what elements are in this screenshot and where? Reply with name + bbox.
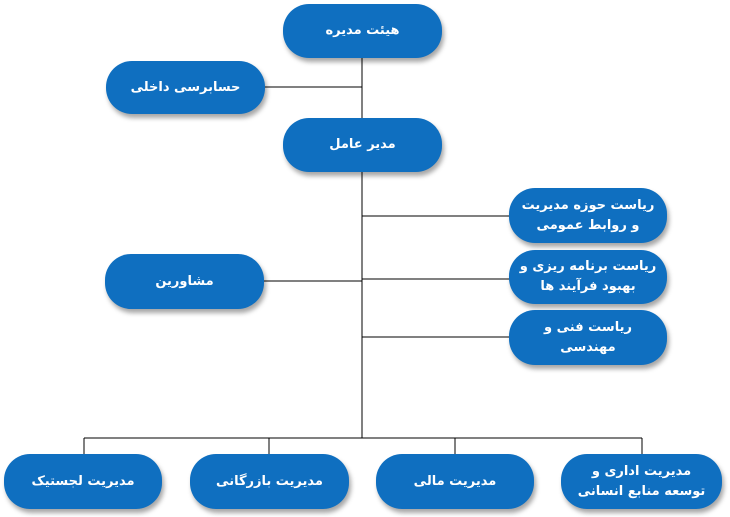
board-label: هیئت مدیره	[325, 23, 400, 38]
department-label: مدیریت لجستیک	[31, 473, 135, 489]
ceo-node: مدیر عامل	[283, 118, 442, 172]
department-label: مدیریت اداری و توسعه منابع انسانی	[577, 463, 706, 499]
staff-unit-planning: ریاست برنامه ریزی و بهبود فرآیند ها	[509, 250, 667, 304]
department-label: مدیریت بازرگانی	[216, 473, 323, 489]
internal-audit-node: حسابرسی داخلی	[106, 61, 265, 114]
staff-unit-engineering: ریاست فنی و مهندسی	[509, 310, 667, 365]
staff-unit-label: ریاست برنامه ریزی و بهبود فرآیند ها	[519, 259, 657, 294]
staff-unit-management-pr: ریاست حوزه مدیریت و روابط عمومی	[509, 188, 667, 243]
board-node: هیئت مدیره	[283, 4, 442, 58]
advisors-label: مشاورین	[155, 273, 214, 289]
department-logistics: مدیریت لجستیک	[4, 454, 162, 509]
internal-audit-label: حسابرسی داخلی	[130, 79, 241, 95]
department-label: مدیریت مالی	[413, 473, 497, 489]
staff-unit-label: ریاست حوزه مدیریت و روابط عمومی	[521, 197, 655, 233]
advisors-node: مشاورین	[105, 254, 264, 309]
department-commerce: مدیریت بازرگانی	[190, 454, 349, 509]
staff-unit-label: ریاست فنی و مهندسی	[544, 319, 632, 355]
department-finance: مدیریت مالی	[376, 454, 534, 509]
ceo-label: مدیر عامل	[329, 137, 396, 152]
department-hr: مدیریت اداری و توسعه منابع انسانی	[561, 454, 722, 509]
